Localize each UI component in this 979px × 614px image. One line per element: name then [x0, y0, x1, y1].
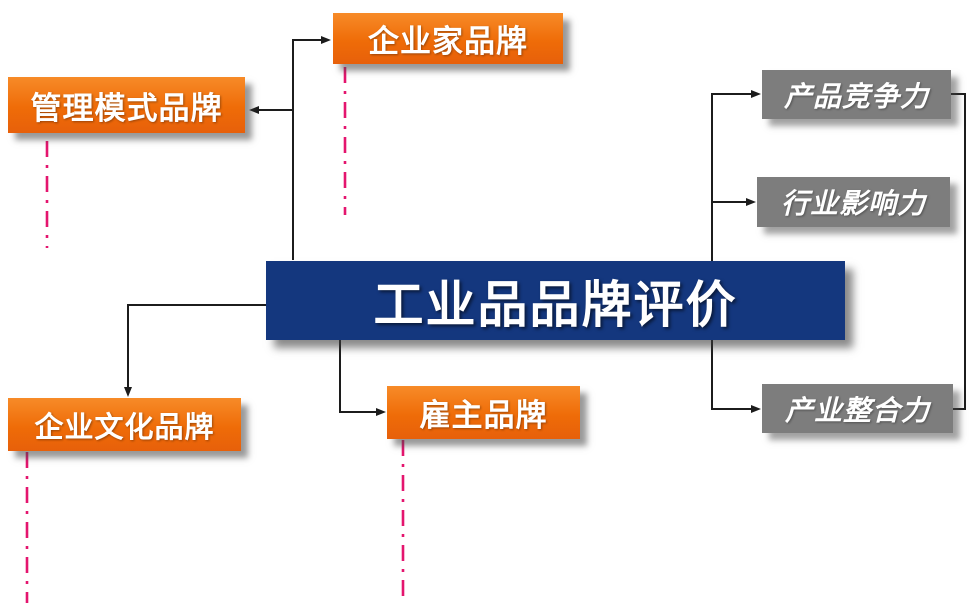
node-corporate-culture-brand-label: 企业文化品牌	[34, 409, 215, 444]
node-industry-integration-label: 产业整合力	[784, 393, 930, 427]
node-management-model-brand: 管理模式品牌	[8, 77, 245, 133]
node-center-title: 工业品品牌评价	[266, 261, 845, 340]
node-entrepreneur-brand: 企业家品牌	[333, 13, 563, 64]
connector-right-bracket	[951, 93, 966, 410]
node-product-competitiveness: 产品竞争力	[762, 70, 951, 119]
connector-center-to-entrepreneur-brand	[292, 36, 331, 260]
node-entrepreneur-brand-label: 企业家品牌	[368, 24, 528, 60]
node-industry-influence: 行业影响力	[757, 177, 950, 227]
node-employer-brand-label: 雇主品牌	[419, 398, 548, 434]
node-management-model-brand-label: 管理模式品牌	[30, 90, 223, 127]
node-corporate-culture-brand: 企业文化品牌	[8, 398, 241, 451]
node-product-competitiveness-label: 产品竞争力	[783, 79, 929, 113]
node-industry-influence-label: 行业影响力	[780, 187, 926, 220]
node-industry-integration: 产业整合力	[762, 384, 953, 433]
connector-center-to-employer-brand	[339, 340, 386, 416]
connector-center-to-product-competitiveness	[711, 90, 761, 261]
connector-center-to-corporate-culture-brand	[124, 304, 266, 397]
node-employer-brand: 雇主品牌	[387, 386, 580, 439]
connector-center-to-industry-integration	[711, 340, 761, 413]
node-center-title-label: 工业品品牌评价	[373, 275, 738, 334]
